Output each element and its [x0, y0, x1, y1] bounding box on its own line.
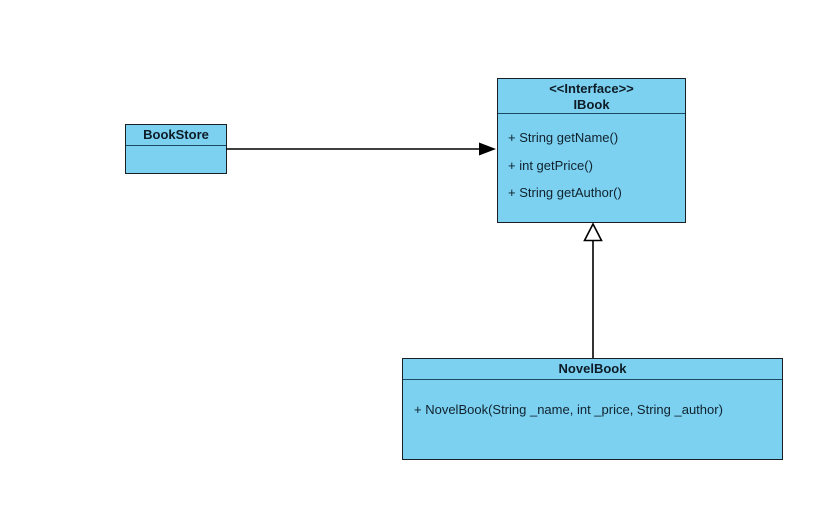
method-getauthor: + String getAuthor() [508, 185, 622, 200]
method-getprice: + int getPrice() [508, 157, 593, 173]
constructor-novelbook: + NovelBook(String _name, int _price, St… [414, 402, 723, 417]
realization-arrow-novelbook-to-ibook [583, 222, 603, 358]
method-getname: + String getName() [508, 130, 619, 145]
interface-body-ibook: + String getName() + int getPrice() + St… [498, 114, 685, 207]
association-arrow-bookstore-to-ibook [226, 142, 496, 156]
interface-title-ibook: IBook [573, 97, 610, 112]
solid-arrowhead-icon [479, 142, 496, 156]
hollow-triangle-arrowhead-icon [583, 222, 603, 242]
interface-header-ibook: <<Interface>> IBook [498, 79, 685, 114]
interface-stereotype: <<Interface>> [549, 81, 634, 96]
class-body-bookstore [126, 146, 226, 173]
class-title-novelbook: NovelBook [403, 359, 782, 380]
class-node-novelbook: NovelBook + NovelBook(String _name, int … [402, 358, 783, 460]
class-title-bookstore: BookStore [126, 125, 226, 146]
class-node-bookstore: BookStore [125, 124, 227, 174]
class-body-novelbook: + NovelBook(String _name, int _price, St… [403, 380, 782, 418]
interface-node-ibook: <<Interface>> IBook + String getName() +… [497, 78, 686, 223]
